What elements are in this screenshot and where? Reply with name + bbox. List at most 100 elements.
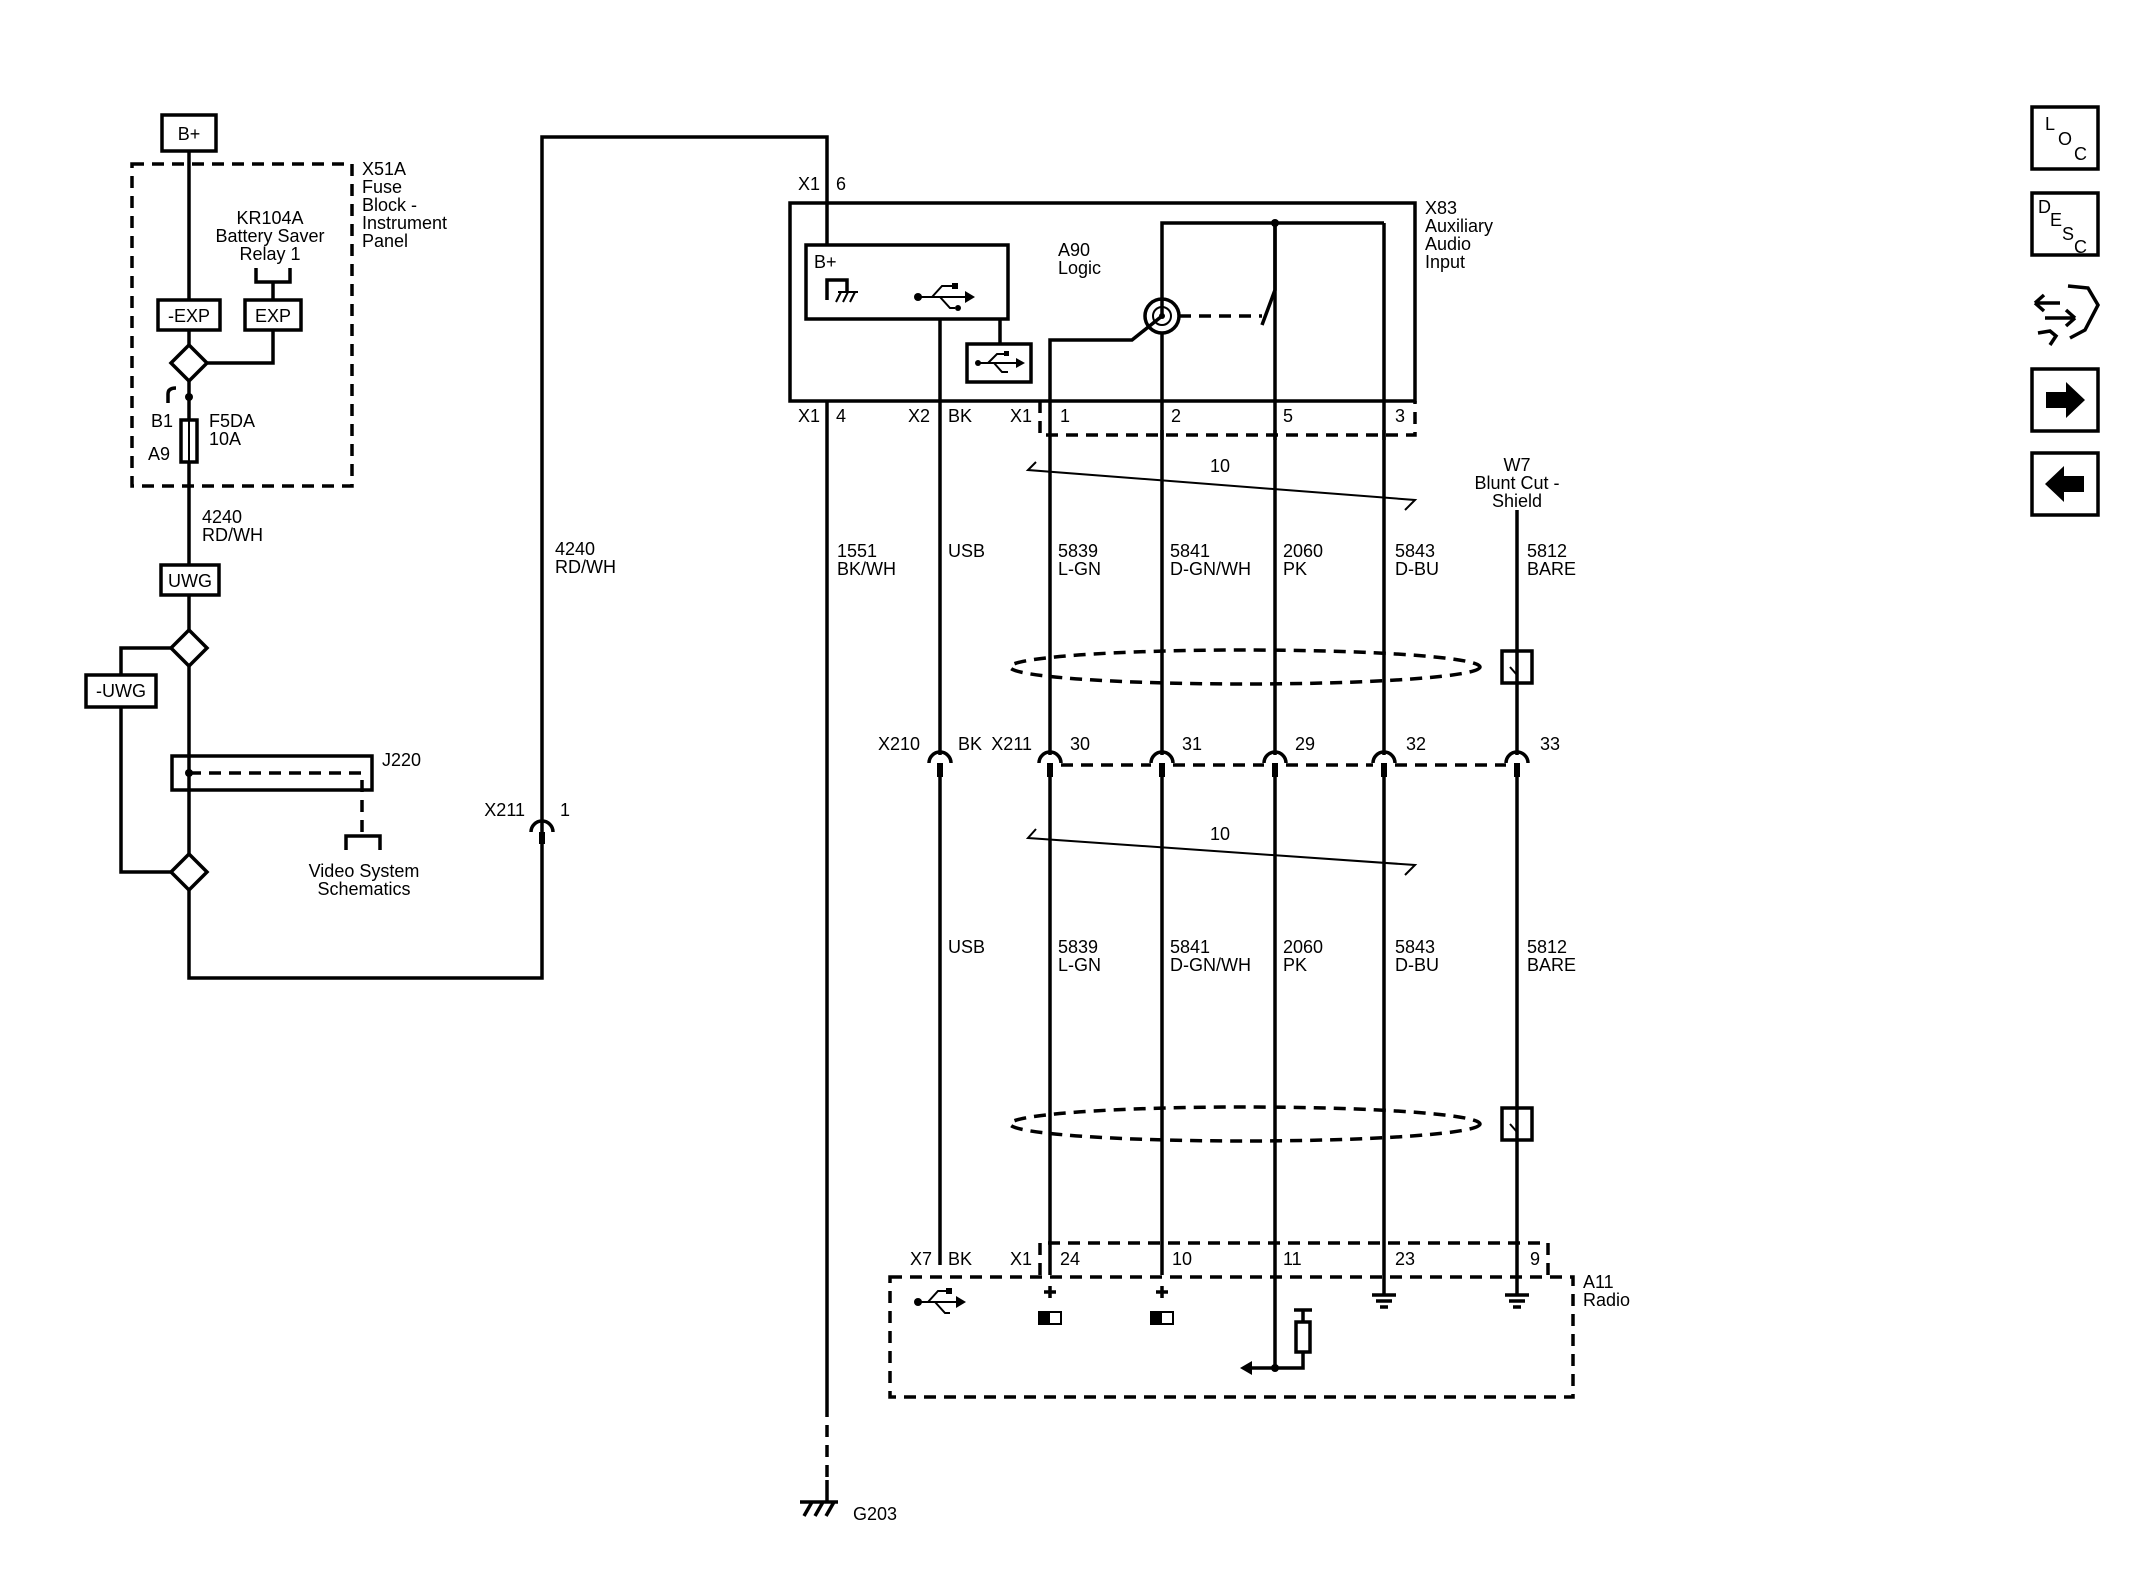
connector-tool-button[interactable] (2033, 284, 2100, 346)
shield-name: W7 (1504, 455, 1531, 475)
wire-bot-5-color: BARE (1527, 955, 1576, 975)
feed-circuit: 4240 (202, 507, 242, 527)
x210-pin: BK (958, 734, 982, 754)
x211-feed-connector: X211 (484, 800, 525, 820)
aux-pin-5: 5 (1283, 406, 1293, 426)
radio-input-10-icon (1150, 1286, 1174, 1325)
shield-oval-top (1008, 648, 1482, 686)
shield-desc-1: Blunt Cut - (1474, 473, 1559, 493)
uwg-diamond-top (168, 627, 210, 669)
radio-usb-conn: X7 (910, 1249, 932, 1269)
wire-bot-2-color: D-GN/WH (1170, 955, 1251, 975)
fuse-block-outline (130, 162, 354, 488)
exp-label: EXP (255, 306, 291, 326)
desc-letter-c: C (2074, 237, 2087, 257)
usb-icon-port (975, 351, 1025, 373)
desc-letter-s: S (2062, 224, 2074, 244)
loc-button[interactable]: L O C (2030, 105, 2100, 171)
arrow-left-icon (2045, 466, 2084, 502)
radio-pin-24: 24 (1060, 1249, 1080, 1269)
shield-oval-bottom (1008, 1105, 1482, 1143)
radio-detect-icon (1240, 1308, 1312, 1375)
x211-feed-pin: 1 (560, 800, 570, 820)
wire-top-5-circuit: 5812 (1527, 541, 1567, 561)
loc-letter-c: C (2074, 144, 2087, 164)
logic-desc: Logic (1058, 258, 1101, 278)
uwg-diamond-bottom (168, 851, 210, 893)
usb-icon-logic (914, 283, 975, 311)
desc-button[interactable]: D E S C (2030, 191, 2100, 257)
x210-label: X210 (878, 734, 920, 754)
aux-module-outline (788, 201, 1417, 403)
relay-name: KR104A (236, 208, 303, 228)
wire-top-5-color: BARE (1527, 559, 1576, 579)
radio-ground-9-icon (1505, 1285, 1529, 1309)
usb-label-top: USB (948, 541, 985, 561)
radio-pin-10: 10 (1172, 1249, 1192, 1269)
aux-bottom-pin-2: BK (948, 406, 972, 426)
feed-right-color: RD/WH (555, 557, 616, 577)
desc-letter-e: E (2050, 210, 2062, 230)
radio-desc: Radio (1583, 1290, 1630, 1310)
wire-bot-4-circuit: 5843 (1395, 937, 1435, 957)
aux-pin-3: 3 (1395, 406, 1405, 426)
uwg-label: UWG (168, 571, 212, 591)
radio-pin-11: 11 (1283, 1249, 1302, 1269)
back-button[interactable] (2030, 451, 2100, 517)
bplus-source: B+ (160, 113, 218, 153)
relay-diamond (168, 342, 210, 384)
ground-circuit: 1551 (837, 541, 877, 561)
arrow-right-icon (2046, 382, 2085, 418)
wire-top-1-circuit: 5839 (1058, 541, 1098, 561)
aux-bottom-conn-1: X1 (798, 406, 820, 426)
wire-top-3-circuit: 2060 (1283, 541, 1323, 561)
j220-label: J220 (382, 750, 421, 770)
x211-pin-32: 32 (1406, 734, 1426, 754)
aux-module-desc-1: Auxiliary (1425, 216, 1493, 236)
pin-a9: A9 (148, 444, 170, 464)
radio-ground-23-icon (1372, 1285, 1396, 1309)
wire-bot-5-circuit: 5812 (1527, 937, 1567, 957)
aux-top-pin: 6 (836, 174, 846, 194)
bplus-label: B+ (178, 124, 201, 144)
radio-conn: X1 (1010, 1249, 1032, 1269)
radio-pin-23: 23 (1395, 1249, 1415, 1269)
x211-pin-31: 31 (1182, 734, 1202, 754)
usb-port-box (965, 342, 1033, 384)
wire-bot-1-circuit: 5839 (1058, 937, 1098, 957)
fuse-block-name: X51A (362, 159, 406, 179)
pin-b1: B1 (151, 411, 173, 431)
feed-color: RD/WH (202, 525, 263, 545)
wire-bot-1-color: L-GN (1058, 955, 1101, 975)
x211-pin-30: 30 (1070, 734, 1090, 754)
aux-bottom-conn-2: X2 (908, 406, 930, 426)
feed-right-circuit: 4240 (555, 539, 595, 559)
video-ref-2: Schematics (317, 879, 410, 899)
twist-count-bottom: 10 (1210, 824, 1230, 844)
fuse-block-desc-3: Instrument (362, 213, 447, 233)
radio-name: A11 (1583, 1272, 1614, 1292)
logic-name: A90 (1058, 240, 1090, 260)
x211-label: X211 (991, 734, 1032, 754)
ground-color: BK/WH (837, 559, 896, 579)
x211-pin-29: 29 (1295, 734, 1315, 754)
aux-top-conn: X1 (798, 174, 820, 194)
loc-letter-o: O (2058, 129, 2072, 149)
aux-module-name: X83 (1425, 198, 1457, 218)
aux-pin-1: 1 (1060, 406, 1070, 426)
aux-module-desc-2: Audio (1425, 234, 1471, 254)
logic-bplus: B+ (814, 252, 837, 272)
wire-bot-4-color: D-BU (1395, 955, 1439, 975)
relay-desc-1: Battery Saver (215, 226, 324, 246)
fuse-block-desc-4: Panel (362, 231, 408, 251)
radio-usb-pin: BK (948, 1249, 972, 1269)
wire-bot-3-color: PK (1283, 955, 1307, 975)
usb-label-bottom: USB (948, 937, 985, 957)
wire-bot-3-circuit: 2060 (1283, 937, 1323, 957)
aux-bottom-conn-3: X1 (1010, 406, 1032, 426)
forward-button[interactable] (2030, 367, 2100, 433)
wire-top-1-color: L-GN (1058, 559, 1101, 579)
wire-bot-2-circuit: 5841 (1170, 937, 1210, 957)
wire-top-4-circuit: 5843 (1395, 541, 1435, 561)
